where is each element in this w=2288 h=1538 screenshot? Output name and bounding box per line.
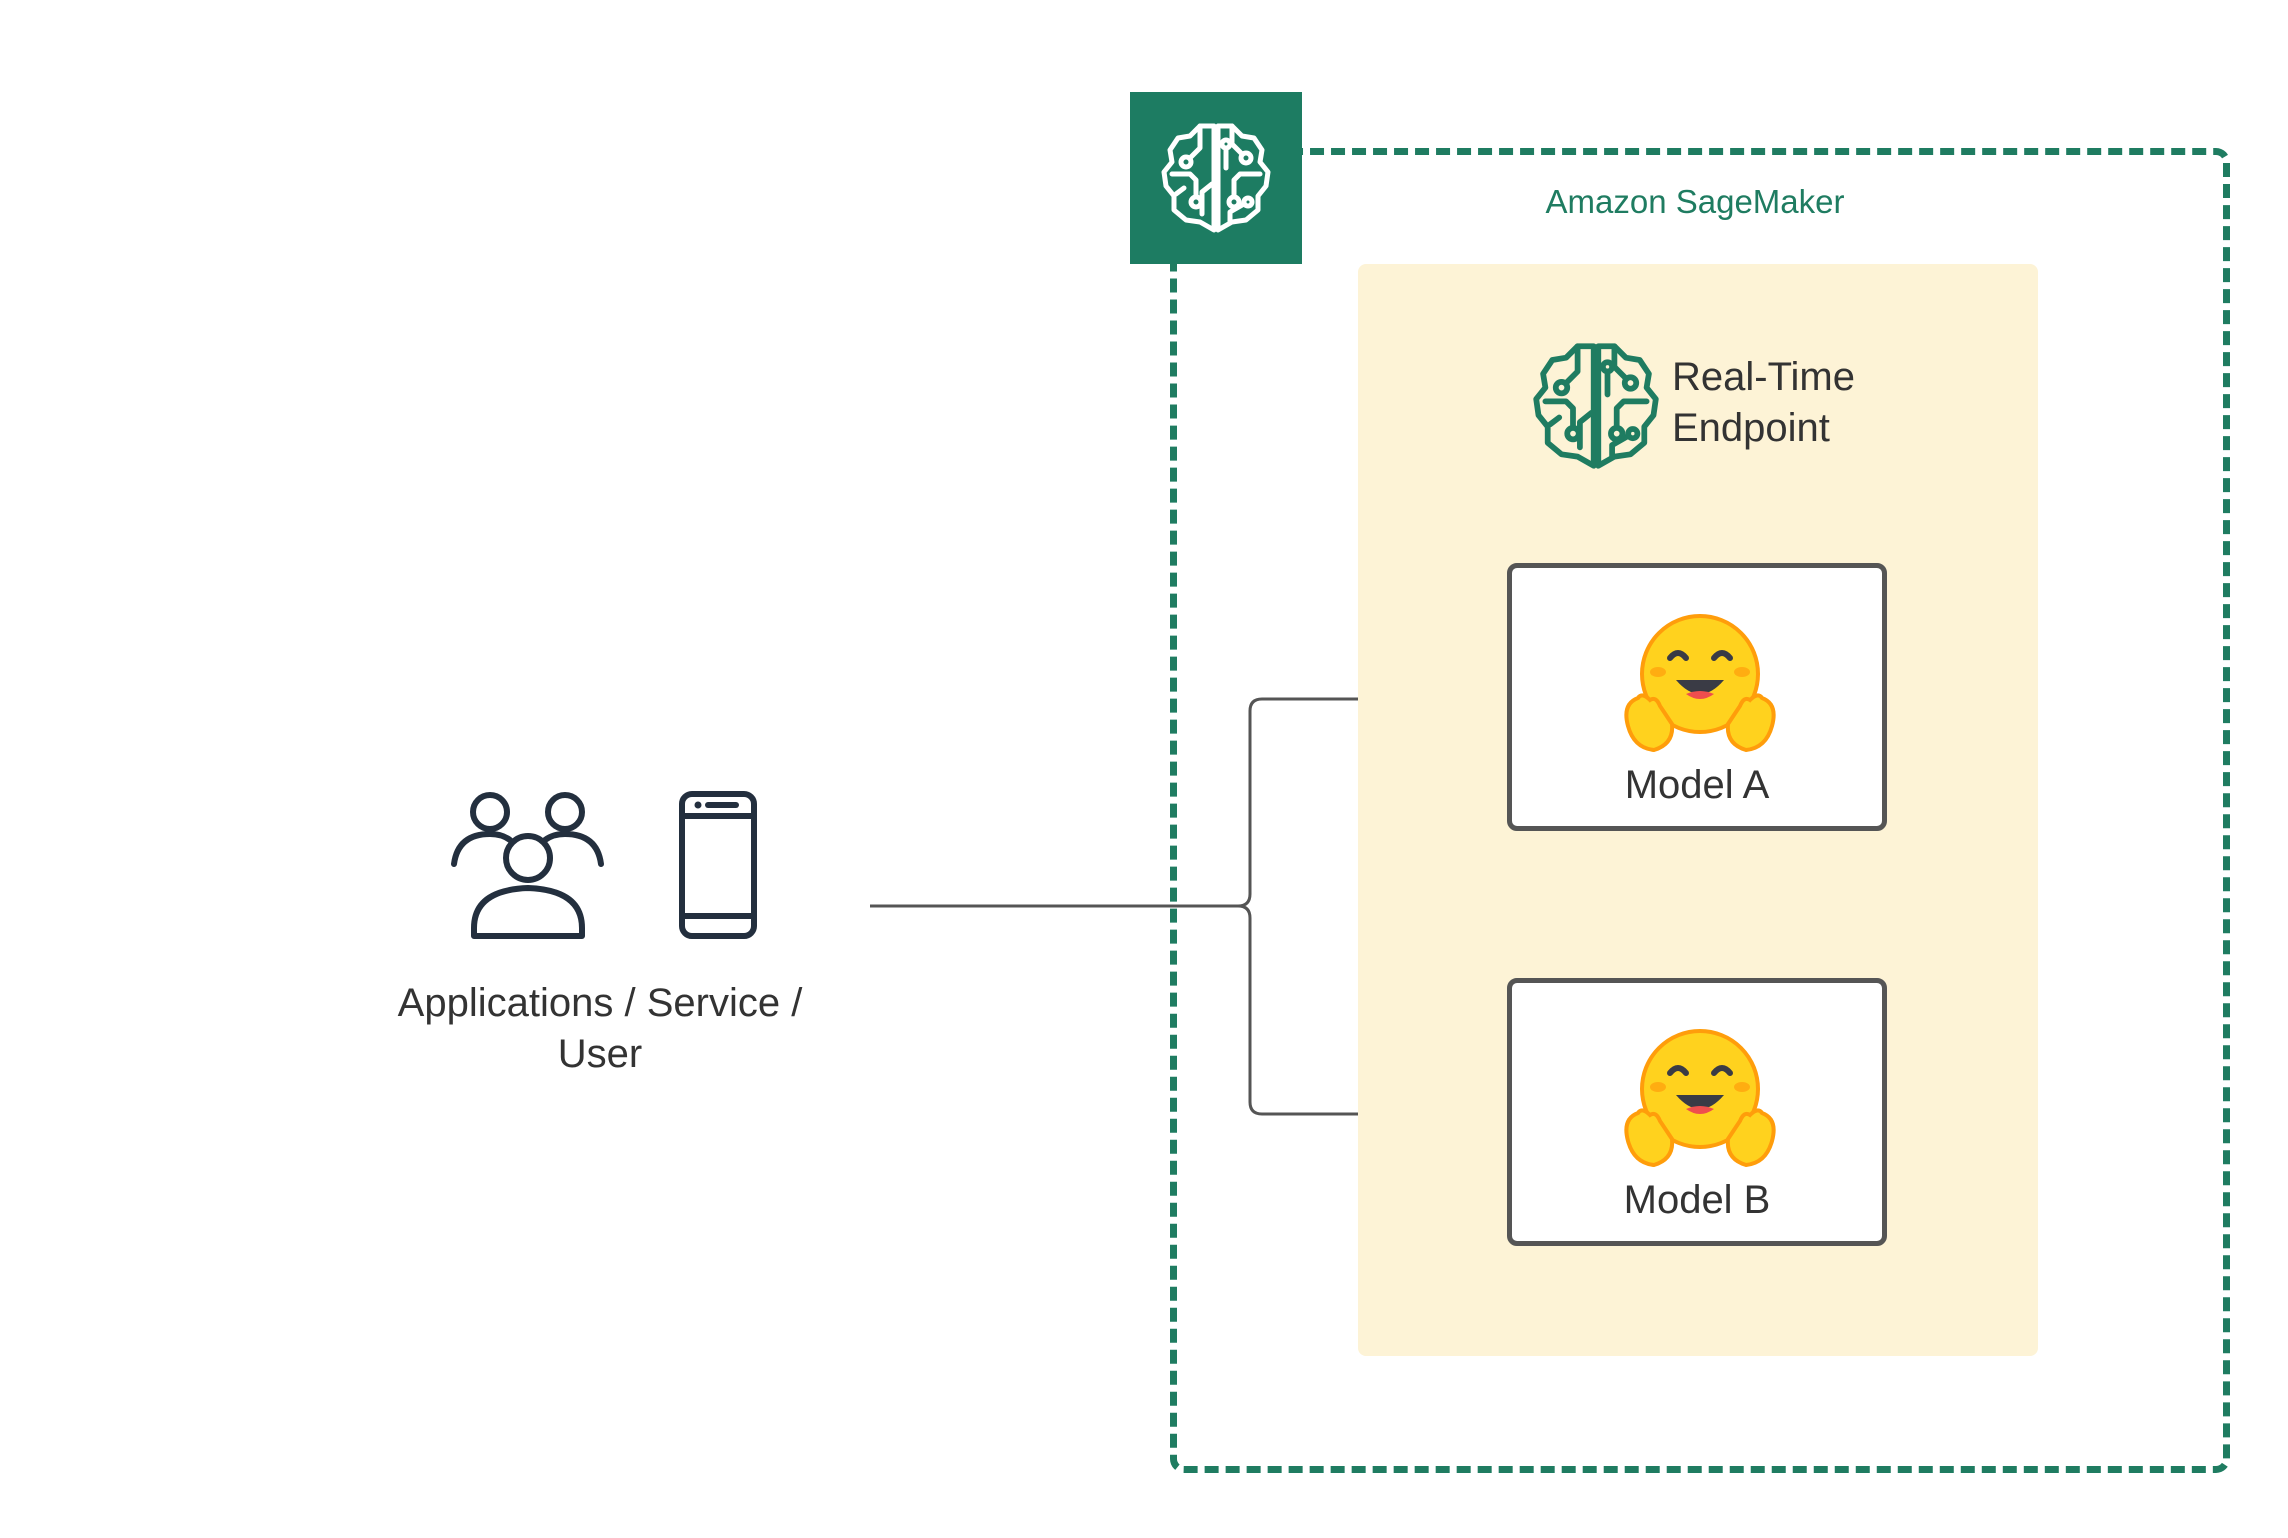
sagemaker-title: Amazon SageMaker	[1545, 183, 1845, 220]
brain-circuit-icon	[1533, 343, 1659, 469]
hugging-face-icon	[1624, 1029, 1776, 1168]
client-label-line2: User	[557, 1032, 643, 1076]
sagemaker-badge	[1130, 92, 1302, 264]
connector-to-model-b	[1237, 904, 1506, 1120]
real-time-endpoint-label: Real-Time Endpoint	[1672, 352, 1855, 454]
model-b-box: Model B	[1507, 978, 1887, 1246]
mobile-phone-icon	[679, 791, 757, 939]
sagemaker-group-frame	[1170, 148, 2230, 1473]
model-a-label: Model A	[1624, 763, 1770, 807]
sagemaker-brain-icon	[1161, 123, 1271, 233]
users-icon	[451, 792, 604, 939]
client-label: Applications / Service / User	[360, 978, 840, 1080]
model-b-label: Model B	[1623, 1178, 1771, 1222]
hugging-face-icon	[1624, 614, 1776, 753]
endpoint-label-line2: Endpoint	[1672, 406, 1830, 450]
endpoint-label-line1: Real-Time	[1672, 355, 1855, 399]
client-label-line1: Applications / Service /	[397, 981, 803, 1025]
model-a-box: Model A	[1507, 563, 1887, 831]
